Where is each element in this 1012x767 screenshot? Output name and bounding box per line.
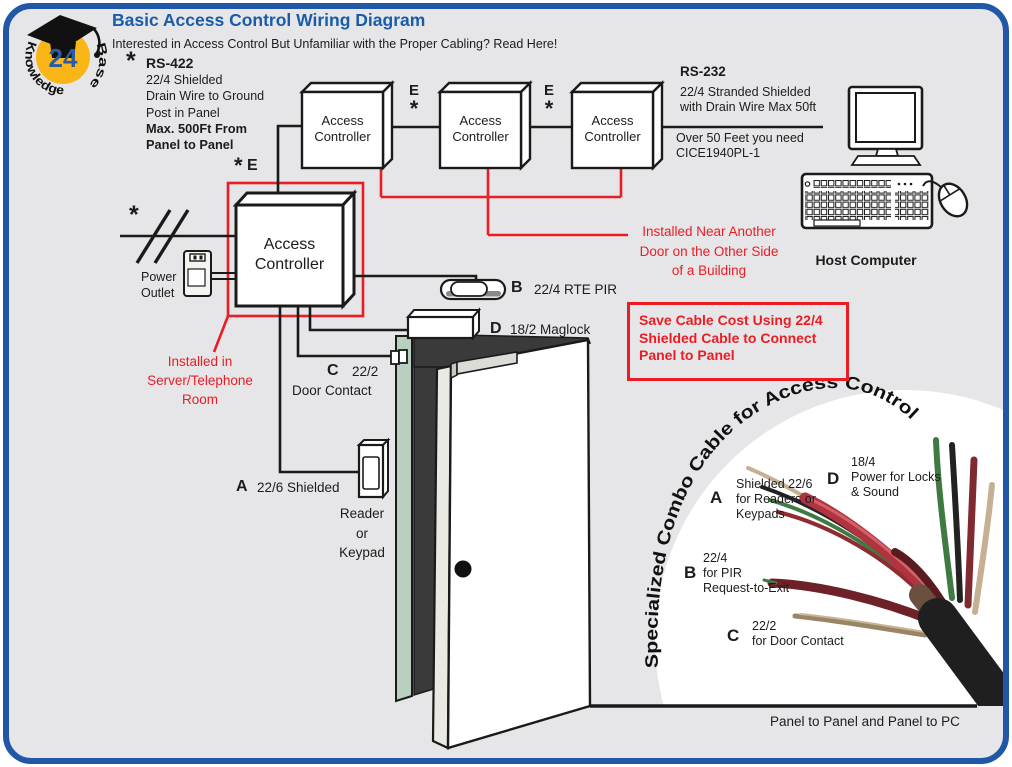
rs232-distance-note: Over 50 Feet you need CICE1940PL-1 (676, 131, 804, 160)
reader-label: 22/6 Shielded (257, 480, 340, 495)
e-link-main-e: E (247, 157, 258, 174)
access-controller-label-1: Access Controller (314, 112, 371, 145)
pir-letter: B (511, 279, 523, 296)
combo-item-b-letter: B (684, 563, 697, 582)
power-outlet-label: Power Outlet (141, 270, 177, 300)
note-near-door: Installed Near Another Door on the Other… (639, 224, 779, 278)
maglock-label: 18/2 Maglock (510, 322, 591, 337)
door-icon (395, 333, 592, 750)
combo-item-a-letter: A (710, 488, 723, 507)
e-link-1: E * (401, 82, 427, 119)
combo-item-d-letter: D (827, 469, 840, 488)
combo-circle (655, 390, 1003, 706)
door-contact-label: Door Contact (292, 383, 372, 398)
rs422-name: RS-422 (146, 55, 194, 71)
combo-item-d-text: 18/4 Power for Locks & Sound (851, 455, 941, 499)
rs232-note: 22/4 Stranded Shielded with Drain Wire M… (680, 85, 817, 114)
combo-item-a-text: Shielded 22/6 for Readers or Keypads (736, 477, 816, 521)
access-controller-box-2 (437, 80, 533, 171)
pir-icon (439, 278, 507, 301)
door-contact-letter: C (327, 362, 339, 379)
knowledge-base-logo: 24 Knowledge Base (22, 15, 110, 97)
e-link-1-e: E (408, 82, 419, 99)
combo-item-c-text: 22/2 for Door Contact (752, 619, 844, 648)
host-computer-icon (800, 85, 969, 230)
reader-caption: Reader or Keypad (339, 506, 385, 560)
rs422-star: * (126, 47, 136, 75)
access-controller-label-main: Access Controller (254, 235, 325, 274)
combo-item-b-text: 22/4 for PIR Request-to-Exit (703, 551, 790, 595)
logo-number: 24 (49, 43, 78, 73)
red-wiring (212, 168, 628, 353)
keyboard-icon (800, 172, 934, 230)
door-knob-icon (454, 560, 472, 578)
note-server-room: Installed in Server/Telephone Room (147, 354, 253, 407)
wiring (120, 124, 823, 474)
access-controller-box-1 (299, 80, 395, 171)
note-save-cable-box: Save Cable Cost Using 22/4 Shielded Cabl… (627, 302, 849, 381)
e-link-2: E * (536, 82, 562, 119)
access-controller-box-3 (569, 80, 665, 171)
reader-letter: A (236, 478, 248, 495)
access-controller-box-main (232, 189, 358, 310)
e-link-2-e: E (543, 82, 554, 99)
power-line-star: * (129, 201, 139, 229)
page-subtitle: Interested in Access Control But Unfamil… (112, 37, 558, 51)
combo-footer: Panel to Panel and Panel to PC (770, 714, 960, 729)
e-link-2-star: * (544, 96, 554, 121)
rs422-note-bold: Max. 500Ft From Panel to Panel (146, 121, 247, 153)
rs422-note: 22/4 Shielded Drain Wire to Ground Post … (146, 73, 265, 120)
access-controller-label-3: Access Controller (584, 112, 641, 145)
e-link-main: * E (234, 153, 258, 178)
rs232-name: RS-232 (680, 64, 726, 79)
reader-icon (356, 437, 391, 500)
access-controller-boxes (232, 80, 665, 310)
pir-label: 22/4 RTE PIR (534, 282, 618, 297)
maglock-icon (405, 307, 482, 341)
maglock-letter: D (490, 320, 502, 337)
door-contact-icon (390, 349, 408, 365)
monitor-icon (847, 85, 924, 166)
door-contact-value: 22/2 (352, 364, 379, 379)
access-controller-label-2: Access Controller (452, 112, 509, 145)
svg-text:Base: Base (87, 41, 111, 92)
power-outlet-icon (183, 250, 212, 297)
logo-text-base: Base (87, 41, 111, 92)
mouse-icon (922, 180, 969, 218)
page-title: Basic Access Control Wiring Diagram (112, 10, 426, 30)
e-link-main-star: * (234, 153, 243, 178)
e-link-1-star: * (409, 96, 419, 121)
combo-item-c-letter: C (727, 626, 740, 645)
graduation-cap-icon (27, 15, 97, 49)
note-save-cable: Save Cable Cost Using 22/4 Shielded Cabl… (639, 312, 823, 363)
host-computer-label: Host Computer (815, 252, 917, 268)
cable-photo (746, 437, 1003, 706)
